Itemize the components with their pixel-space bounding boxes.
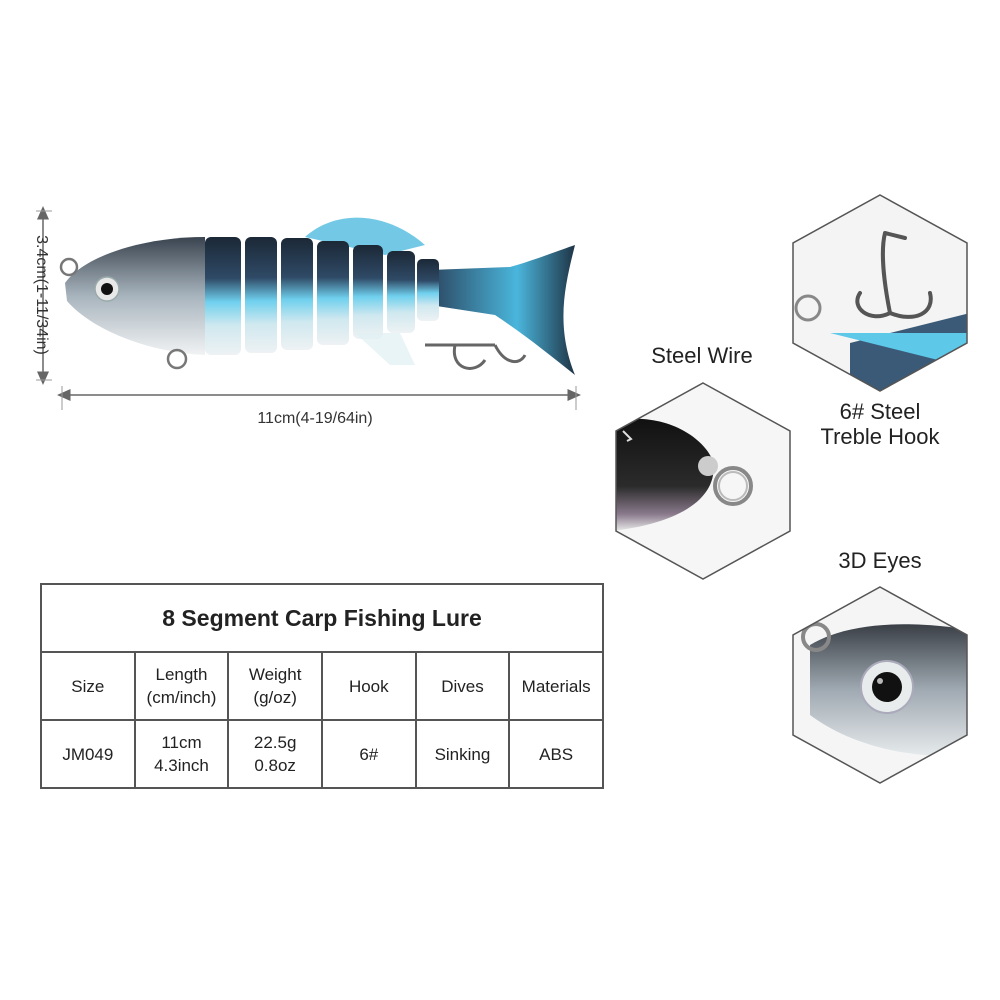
3d-eyes-detail-hexagon xyxy=(792,586,968,784)
spec-table-header-row: Size Length (cm/inch) Weight (g/oz) Hook D… xyxy=(40,651,604,721)
spec-table-title-row: 8 Segment Carp Fishing Lure xyxy=(40,583,604,653)
3d-eyes-label: 3D Eyes xyxy=(838,548,922,573)
treble-hook-label-line2: Treble Hook xyxy=(820,424,940,449)
value-dives-text: Sinking xyxy=(434,744,491,764)
length-dimension-label: 11cm(4-19/64in) xyxy=(257,410,373,427)
value-dives: Sinking xyxy=(414,719,511,789)
height-dimension-label: 3.4cm(1-11/34in) xyxy=(33,235,50,355)
header-hook: Hook xyxy=(320,651,417,721)
steel-wire-label: Steel Wire xyxy=(651,343,753,368)
value-weight-line1: 22.5g xyxy=(253,733,297,752)
header-length: Length (cm/inch) xyxy=(133,651,230,721)
value-materials-text: ABS xyxy=(539,744,574,764)
value-size: JM049 xyxy=(40,719,136,789)
value-length: 11cm 4.3inch xyxy=(133,719,230,789)
header-size-text: Size xyxy=(71,676,105,696)
header-materials-text: Materials xyxy=(521,676,591,696)
header-length-line1: Length xyxy=(155,665,208,684)
value-hook-text: 6# xyxy=(359,744,379,764)
value-materials: ABS xyxy=(508,719,604,789)
header-hook-text: Hook xyxy=(348,676,389,696)
header-weight-line1: Weight xyxy=(248,665,302,684)
header-dives-text: Dives xyxy=(441,676,484,696)
header-length-line2: (cm/inch) xyxy=(146,688,217,707)
spec-table-title: 8 Segment Carp Fishing Lure xyxy=(40,583,604,653)
lure-image xyxy=(59,217,575,375)
value-size-text: JM049 xyxy=(62,744,114,764)
treble-hook-detail-hexagon xyxy=(792,194,968,392)
header-weight-line2: (g/oz) xyxy=(253,688,297,707)
value-length-line1: 11cm xyxy=(161,733,202,752)
header-materials: Materials xyxy=(508,651,604,721)
header-dives: Dives xyxy=(414,651,511,721)
header-size: Size xyxy=(40,651,136,721)
steel-wire-detail-hexagon xyxy=(615,382,791,580)
value-weight: 22.5g 0.8oz xyxy=(227,719,323,789)
spec-table: 8 Segment Carp Fishing Lure Size Length (… xyxy=(40,583,604,789)
value-hook: 6# xyxy=(320,719,417,789)
header-weight: Weight (g/oz) xyxy=(227,651,323,721)
value-weight-line2: 0.8oz xyxy=(254,756,296,775)
treble-hook-label-line1: 6# Steel xyxy=(839,399,921,424)
value-length-line2: 4.3inch xyxy=(154,756,209,775)
